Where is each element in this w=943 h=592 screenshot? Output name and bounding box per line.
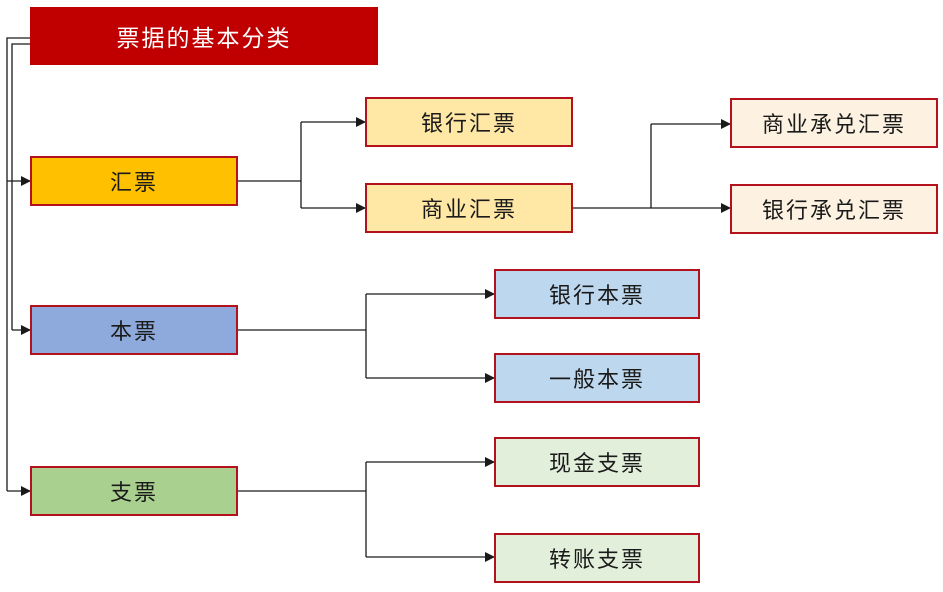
zhipiao-branch xyxy=(237,462,367,557)
benpiao-branch xyxy=(237,294,367,378)
node-benpiao-label: 本票 xyxy=(109,320,158,345)
node-benpiao: 本票 xyxy=(30,305,238,355)
node-zhuanzhang-zhipiao-label: 转账支票 xyxy=(548,548,645,573)
node-xianjin-zhipiao: 现金支票 xyxy=(494,437,700,487)
node-yinhang-huipiao: 银行汇票 xyxy=(365,97,573,147)
node-shangye-chengdui-huipiao: 商业承兑汇票 xyxy=(730,98,938,148)
node-zhipiao: 支票 xyxy=(30,466,238,516)
root-connector xyxy=(6,37,30,491)
node-shangye-chengdui-label: 商业承兑汇票 xyxy=(761,113,906,138)
node-yinhang-benpiao-label: 银行本票 xyxy=(548,284,645,309)
node-xianjin-zhipiao-label: 现金支票 xyxy=(548,452,645,477)
node-yinhang-benpiao: 银行本票 xyxy=(494,269,700,319)
node-yiban-benpiao: 一般本票 xyxy=(494,353,700,403)
node-yinhang-chengdui-label: 银行承兑汇票 xyxy=(761,199,906,224)
root-node: 票据的基本分类 xyxy=(30,7,378,65)
node-huipiao-label: 汇票 xyxy=(109,171,158,196)
node-yinhang-chengdui-huipiao: 银行承兑汇票 xyxy=(730,184,938,234)
node-zhipiao-label: 支票 xyxy=(109,481,158,506)
huipiao-branch xyxy=(237,122,302,208)
node-shangye-huipiao: 商业汇票 xyxy=(365,183,573,233)
node-zhuanzhang-zhipiao: 转账支票 xyxy=(494,533,700,583)
root-connector-inner xyxy=(11,43,30,330)
node-huipiao: 汇票 xyxy=(30,156,238,206)
node-yiban-benpiao-label: 一般本票 xyxy=(548,368,645,393)
root-label: 票据的基本分类 xyxy=(116,26,292,52)
shangye-branch xyxy=(572,124,652,209)
node-yinhang-huipiao-label: 银行汇票 xyxy=(420,112,517,137)
node-shangye-huipiao-label: 商业汇票 xyxy=(420,198,517,223)
